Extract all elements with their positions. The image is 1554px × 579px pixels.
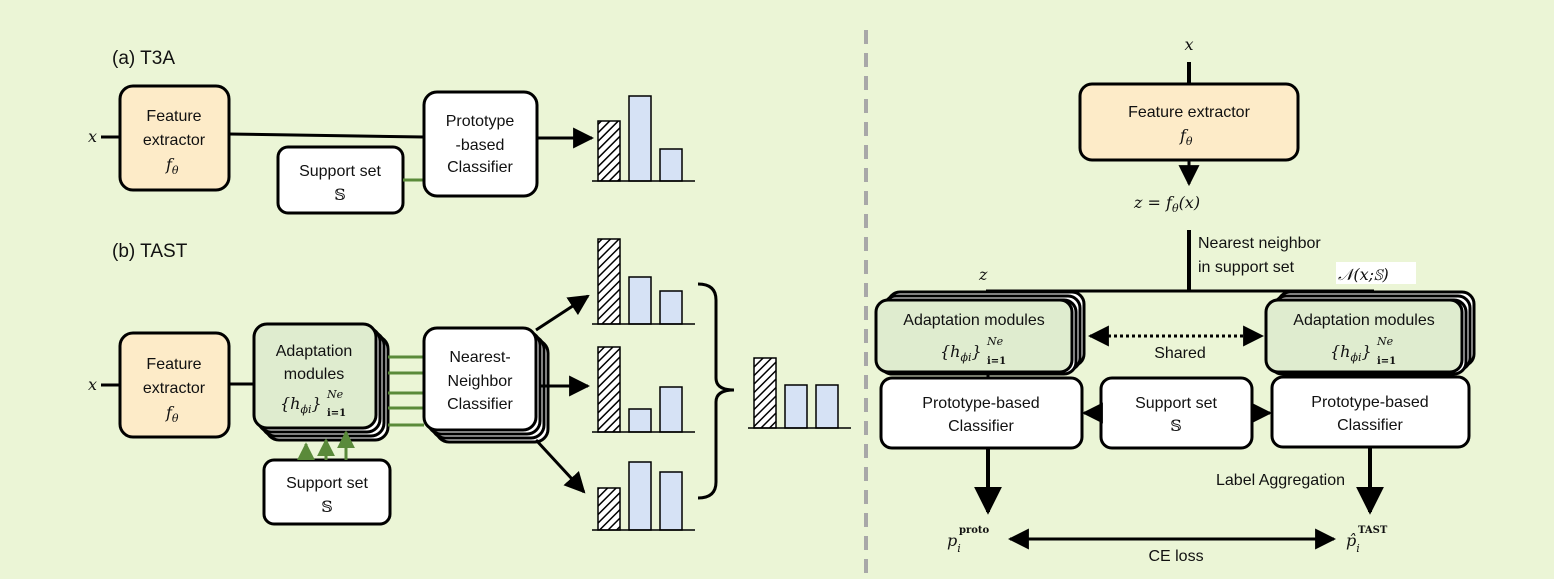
panel-a-support-line1: Support set <box>299 163 381 180</box>
right-adapt-right-line1: Adaptation modules <box>1293 312 1434 329</box>
right-feature-line1: Feature extractor <box>1128 104 1251 121</box>
panel-b-nn-line2: Neighbor <box>448 373 514 390</box>
right-proto-left-box <box>879 376 1084 450</box>
right-adapt-right-box <box>1264 298 1464 374</box>
panel-b-adaptation-modules-box <box>252 322 378 430</box>
p-proto-sup: proto <box>959 525 990 536</box>
panel-a-title: (a) T3A <box>112 48 175 69</box>
aggregation-brace <box>697 282 735 500</box>
histogram-tast2 <box>592 346 695 433</box>
p-proto-label: pi <box>947 531 961 555</box>
right-nn-label-1: Nearest neighbor <box>1198 235 1321 252</box>
histogram-tast2-bar-1 <box>597 346 621 433</box>
ce-loss-label: CE loss <box>1148 548 1203 565</box>
panel-b: (b) TAST x Feature extractor fθ Adaptati… <box>88 241 735 526</box>
right-feature-symbol: fθ <box>1179 126 1193 148</box>
right-input-label: x <box>1184 35 1193 54</box>
right-support-symbol: 𝕊 <box>1170 416 1182 435</box>
right-z-label: z <box>978 265 988 284</box>
panel-b-feature-line1: Feature <box>146 356 201 373</box>
histogram-agg-bar-2 <box>784 384 808 429</box>
right-proto-right-line2: Classifier <box>1337 417 1403 434</box>
label-aggregation: Label Aggregation <box>1216 472 1345 489</box>
p-tast-sup: TAST <box>1358 525 1388 536</box>
histogram-tast3-bar-3 <box>659 471 683 531</box>
right-proto-left-line1: Prototype-based <box>922 395 1039 412</box>
right-support-line1: Support set <box>1135 395 1217 412</box>
right-adapt-right-math: {hϕi} <box>1330 342 1372 364</box>
panel-b-feature-symbol: fθ <box>165 403 179 425</box>
panel-a-classifier-line2: -based <box>456 137 505 154</box>
panel-b-nn-line3: Classifier <box>447 396 513 413</box>
right-support-set-box <box>1099 376 1254 450</box>
panel-b-adapt-math: {hϕi} <box>280 394 322 416</box>
right-proto-left-line2: Classifier <box>948 418 1014 435</box>
histogram-agg-bar-1 <box>753 357 777 429</box>
right-adapt-right-low: i=1 <box>1377 356 1396 367</box>
histogram-t3a-bar-1 <box>597 120 621 182</box>
right-adapt-left-box <box>874 298 1074 374</box>
right-n-label: 𝒩(x;𝕊) <box>1338 265 1389 284</box>
histogram-tast2-bar-3 <box>659 386 683 433</box>
shared-label: Shared <box>1154 345 1206 362</box>
panel-b-nn-line1: Nearest- <box>449 349 510 366</box>
panel-b-input-label: x <box>88 375 97 394</box>
panel-b-adapt-line1: Adaptation <box>276 343 353 360</box>
panel-a-input-label: x <box>88 127 97 146</box>
panel-a-classifier-line1: Prototype <box>446 113 515 130</box>
panel-b-support-line1: Support set <box>286 475 368 492</box>
histogram-tast1-bar-3 <box>659 290 683 325</box>
right-adapt-left-line1: Adaptation modules <box>903 312 1044 329</box>
panel-b-adapt-low: i=1 <box>327 408 346 419</box>
histogram-t3a <box>592 95 695 182</box>
panel-a-feature-extractor-box <box>118 84 231 192</box>
histogram-t3a-bar-2 <box>628 95 652 182</box>
right-proto-right-box <box>1270 375 1471 449</box>
histogram-agg <box>748 357 851 429</box>
right-z-equation: z = fθ(x) <box>1133 193 1200 215</box>
histogram-tast1-bar-2 <box>628 276 652 325</box>
histogram-tast1 <box>592 238 695 325</box>
panel-a-feature-line1: Feature <box>146 108 201 125</box>
panel-a-support-symbol: 𝕊 <box>334 185 346 204</box>
histogram-agg-bar-3 <box>815 384 839 429</box>
panel-b-nn-classifier-box <box>422 326 538 432</box>
panel-a-feature-line2: extractor <box>143 132 206 149</box>
histogram-tast3-bar-2 <box>628 461 652 531</box>
right-n-label-bg <box>1336 262 1416 284</box>
histogram-tast2-bar-2 <box>628 408 652 433</box>
panel-a-prototype-classifier-box <box>422 90 539 198</box>
histograms <box>592 95 851 531</box>
panel-b-adapt-line2: modules <box>284 366 344 383</box>
histogram-tast3 <box>592 461 695 531</box>
panel-a-feature-symbol: fθ <box>165 155 179 177</box>
histogram-tast1-bar-1 <box>597 238 621 325</box>
panel-b-feature-line2: extractor <box>143 380 206 397</box>
panel-a-classifier-line3: Classifier <box>447 159 513 176</box>
right-nn-label-2: in support set <box>1198 259 1295 276</box>
p-tast-label: p̂i <box>1346 531 1360 555</box>
right-feature-extractor-box <box>1078 82 1300 162</box>
panel-b-title: (b) TAST <box>112 241 188 262</box>
right-adapt-left-sup: Ne <box>986 335 1004 348</box>
panel-right: x Feature extractor fθ z = fθ(x) Nearest… <box>874 35 1476 565</box>
right-proto-right-line1: Prototype-based <box>1311 394 1428 411</box>
panel-b-support-symbol: 𝕊 <box>321 497 333 516</box>
right-adapt-left-low: i=1 <box>987 356 1006 367</box>
histogram-t3a-bar-3 <box>659 148 683 182</box>
right-adapt-right-sup: Ne <box>1376 335 1394 348</box>
panel-a: (a) T3A x Feature extractor fθ Support s… <box>88 48 595 215</box>
histogram-tast3-bar-1 <box>597 487 621 531</box>
right-adapt-left-math: {hϕi} <box>940 342 982 364</box>
panel-b-adapt-sup: Ne <box>326 388 344 401</box>
